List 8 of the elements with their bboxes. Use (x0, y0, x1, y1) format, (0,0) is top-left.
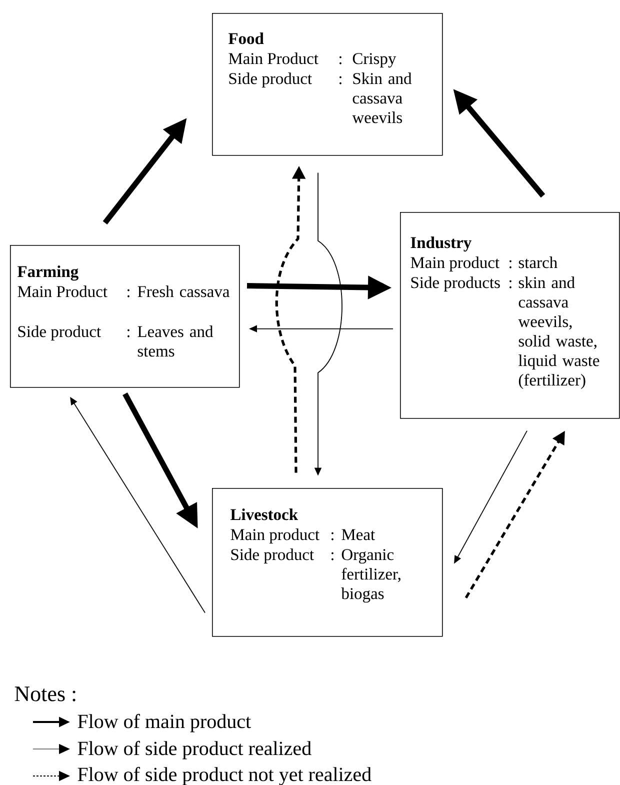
process-box: Farming Main Product : Fresh cassava Side product : Leaves and stems (10, 245, 240, 388)
legend-text: Flow of side product realized (78, 740, 312, 760)
notes-heading: Notes : (14, 686, 76, 702)
process-box: Livestock Main product : Meat Side product : Organic fertilizer, biogas (212, 488, 443, 637)
process-box: Industry Main product : starch Side products : skin and cassava weevils, solid waste, liquid waste (fertilizer) (400, 212, 620, 419)
legend-text: Flow of side product not yet realized (78, 766, 372, 785)
legend-text: Flow of main product (78, 714, 251, 732)
process-box: Food Main Product : Crispy Side product : Skin and cassava weevils (212, 13, 443, 156)
